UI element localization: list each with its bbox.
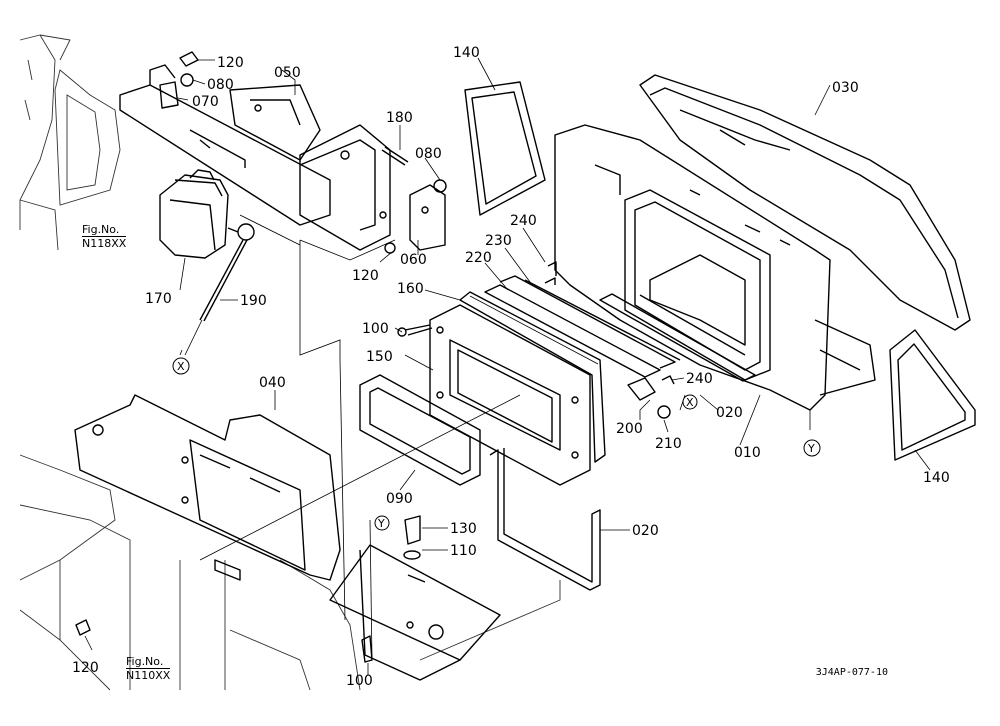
callout-120-mid: 120 [352, 268, 379, 284]
fig-ref-upper: Fig.No. N118XX [82, 223, 127, 250]
callout-100-mid: 100 [362, 321, 389, 337]
callout-010: 010 [734, 445, 761, 461]
callout-140-bottom: 140 [923, 470, 950, 486]
callout-110: 110 [450, 543, 477, 559]
callout-220: 220 [465, 250, 492, 266]
callout-150: 150 [366, 349, 393, 365]
part-190-rod [184, 239, 248, 356]
part-040-plate [74, 394, 341, 581]
part-base-plate [329, 544, 501, 681]
callout-190: 190 [240, 293, 267, 309]
part-main-bracket-box [299, 124, 446, 251]
svg-text:Y: Y [807, 442, 815, 455]
callout-060: 060 [400, 252, 427, 268]
part-140-seal-upper [464, 81, 546, 216]
reference-markers: X X Y Y [172, 357, 821, 531]
marker-y-left: Y [374, 515, 390, 531]
part-010-housing [554, 124, 876, 411]
callout-120-bottom: 120 [72, 660, 99, 676]
marker-x-left: X [172, 357, 190, 375]
fig-ref-lower-label: Fig.No. [126, 655, 164, 668]
svg-text:X: X [177, 360, 185, 373]
drawing-code: 3J4AP-077-10 [815, 667, 888, 678]
part-strips-220-230 [484, 275, 681, 378]
callout-080-top: 080 [207, 77, 234, 93]
part-090-seal [359, 374, 481, 486]
marker-x-right: X [682, 394, 698, 410]
callout-050: 050 [274, 65, 301, 81]
callout-130: 130 [450, 521, 477, 537]
svg-text:Y: Y [377, 517, 385, 530]
callout-240-lower: 240 [686, 371, 713, 387]
part-150-frame [429, 304, 591, 486]
callout-labels: 120 080 070 050 140 030 180 080 240 230 … [72, 45, 950, 689]
marker-y-right: Y [803, 439, 821, 457]
fig-ref-upper-number: N118XX [82, 236, 127, 250]
fig-ref-upper-label: Fig.No. [82, 223, 120, 236]
background-machine-upper-left [19, 34, 121, 251]
callout-200: 200 [616, 421, 643, 437]
leader-lines [84, 57, 931, 675]
part-030-cover [639, 74, 971, 331]
callout-140-top: 140 [453, 45, 480, 61]
callout-160: 160 [397, 281, 424, 297]
part-140-seal-lower [889, 329, 976, 461]
callout-040: 040 [259, 375, 286, 391]
callout-020-lower: 020 [632, 523, 659, 539]
callout-090: 090 [386, 491, 413, 507]
fig-ref-lower-number: N110XX [126, 668, 171, 682]
fig-ref-lower: Fig.No. N110XX [126, 655, 171, 682]
svg-text:X: X [686, 396, 694, 409]
part-020-strip-right [599, 293, 756, 382]
callout-030: 030 [832, 80, 859, 96]
callout-210: 210 [655, 436, 682, 452]
callout-230: 230 [485, 233, 512, 249]
callout-070: 070 [192, 94, 219, 110]
callout-170: 170 [145, 291, 172, 307]
part-160-gasket [459, 291, 606, 463]
part-050-bracket [119, 64, 331, 226]
callout-080-right: 080 [415, 146, 442, 162]
callout-240-top: 240 [510, 213, 537, 229]
part-170-actuator [159, 169, 255, 259]
part-020-strip-lower [489, 448, 601, 591]
background-machine-lower-left [19, 454, 561, 691]
callout-020-right: 020 [716, 405, 743, 421]
callout-180: 180 [386, 110, 413, 126]
callout-100-bottom: 100 [346, 673, 373, 689]
callout-120-top: 120 [217, 55, 244, 71]
